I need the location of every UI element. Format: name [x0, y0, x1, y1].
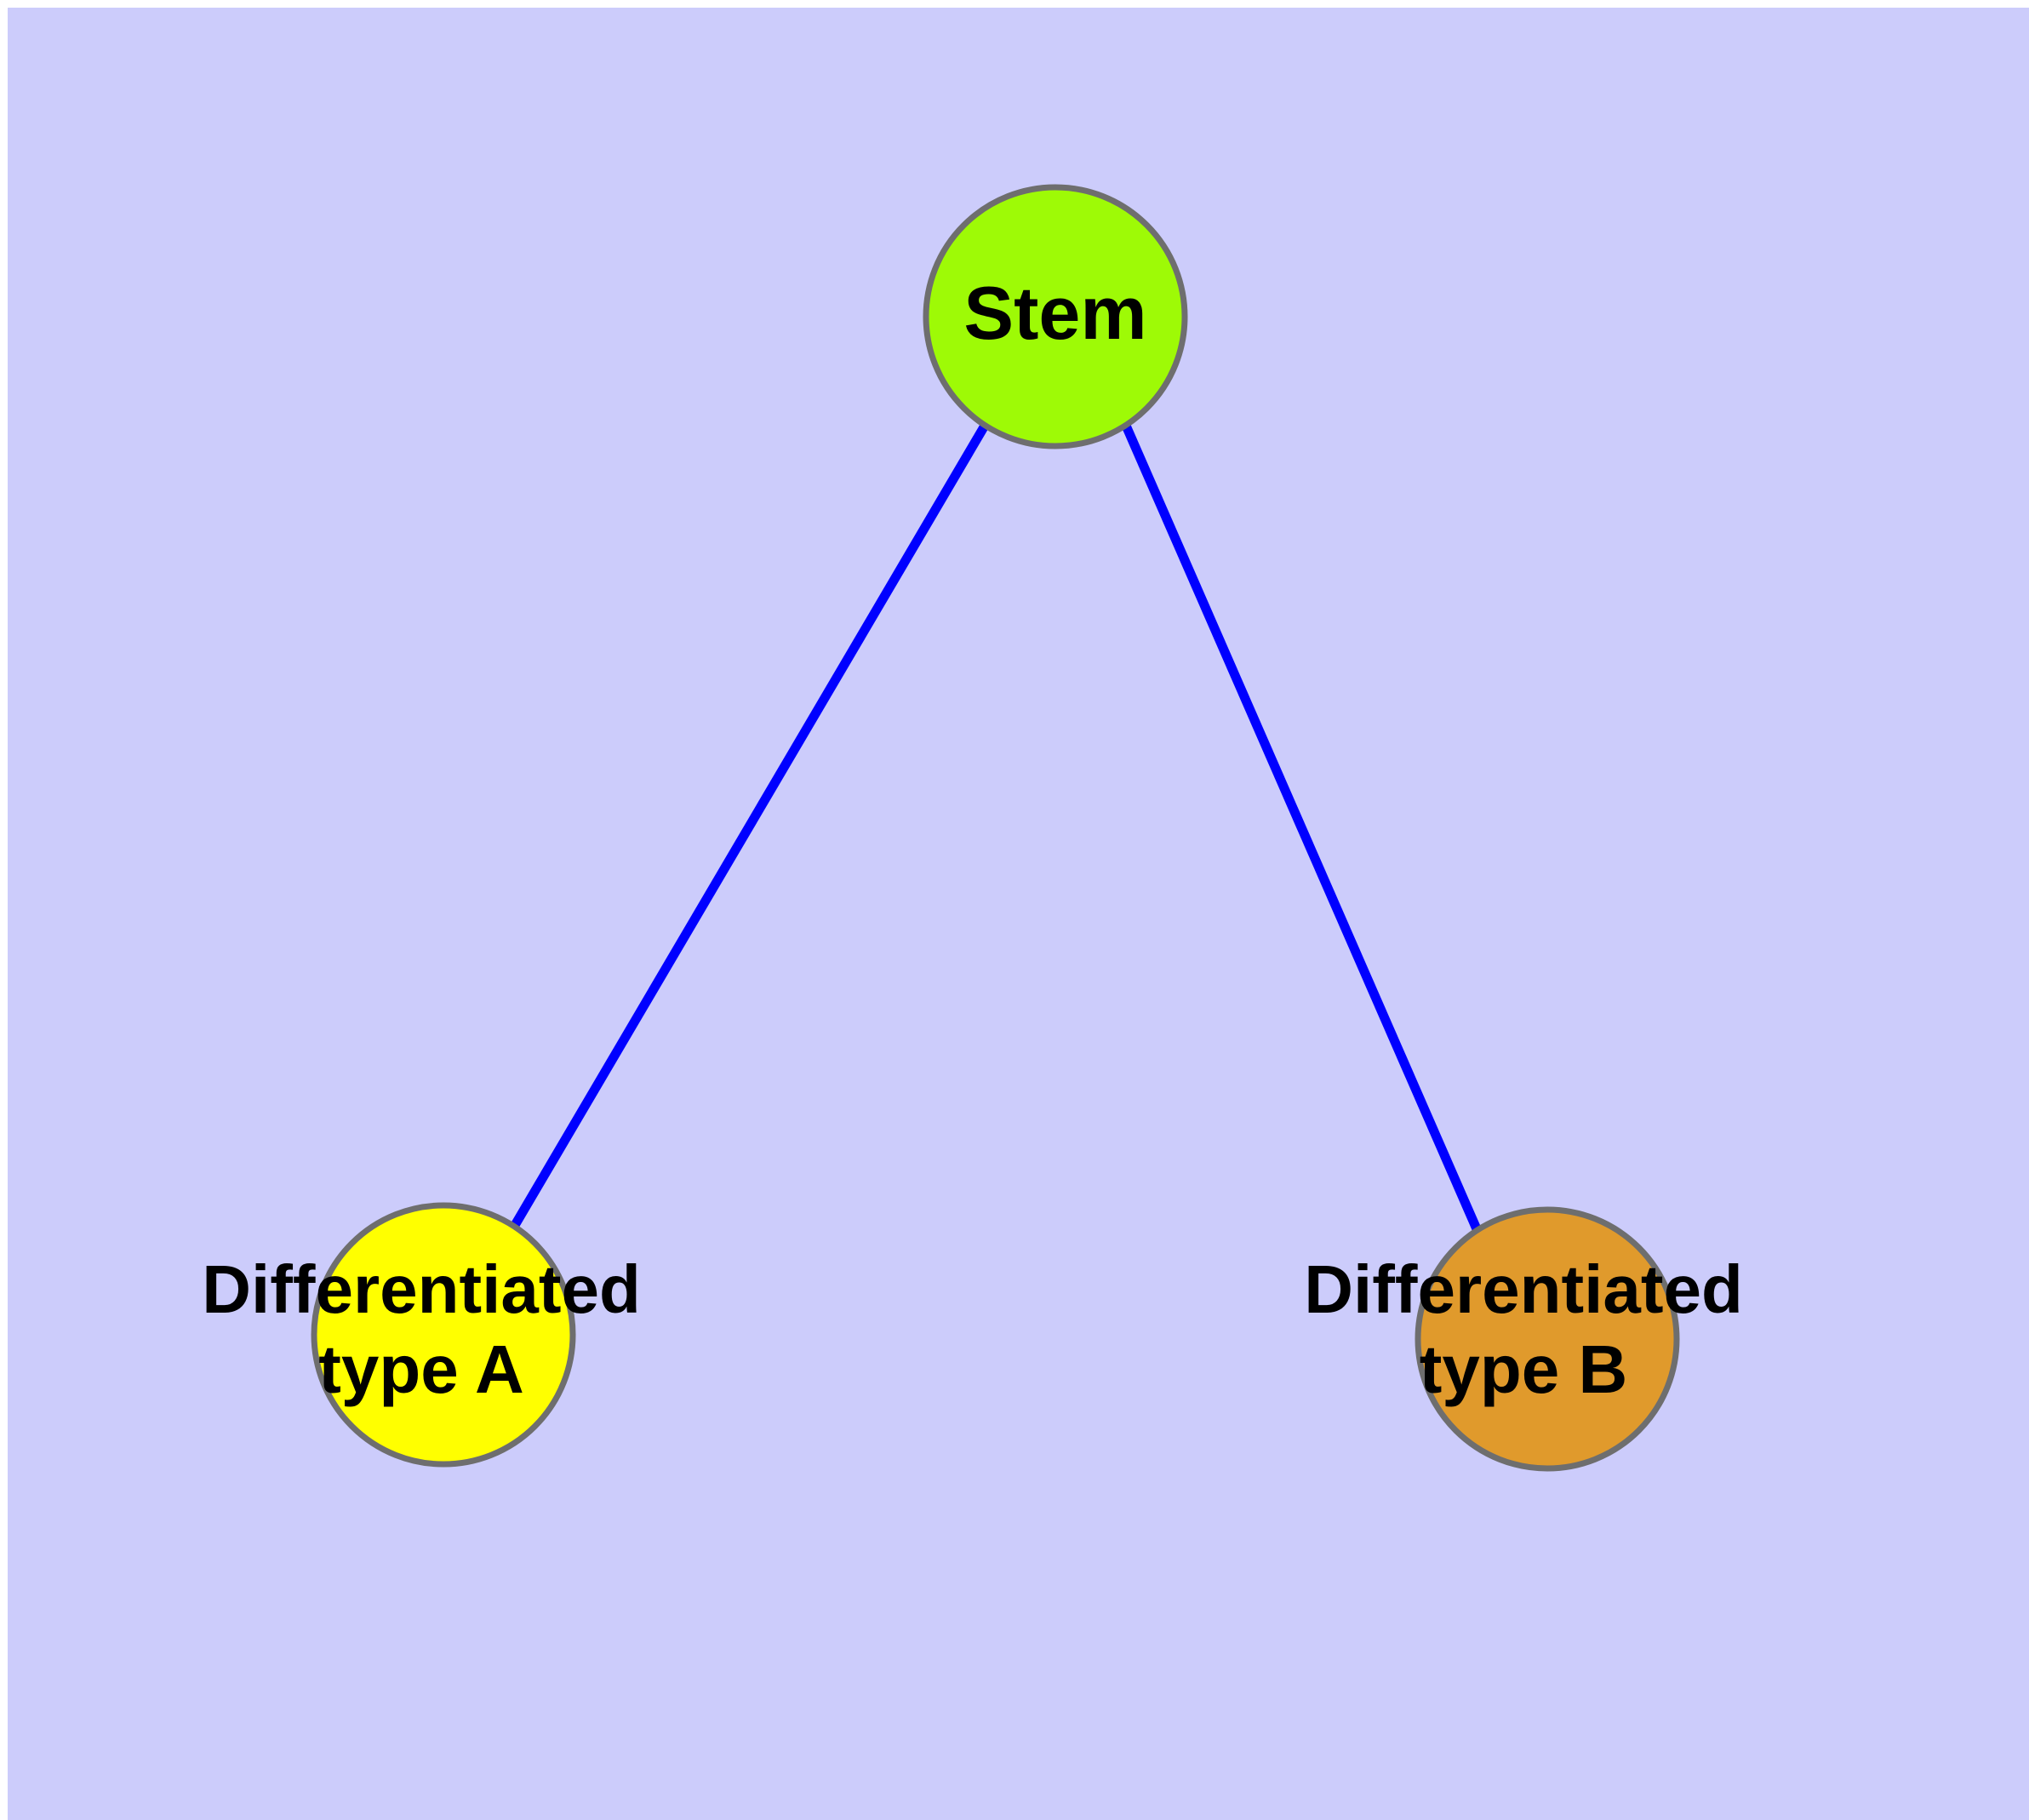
node-label-line: type A [318, 1331, 524, 1407]
node-label-line: type B [1420, 1331, 1628, 1407]
node-label-stem: Stem [963, 271, 1146, 355]
edge-stem-diff-b [1121, 423, 1483, 1233]
edge-stem-diff-a [510, 423, 989, 1229]
node-circle-diff_b[interactable] [1415, 1206, 1680, 1472]
node-label-line: Differentiated [202, 1251, 641, 1327]
node-label-line: Stem [963, 271, 1146, 355]
node-stem[interactable]: Stem [923, 184, 1188, 449]
node-circle-diff_a[interactable] [311, 1202, 576, 1468]
node-circle-stem[interactable] [923, 184, 1188, 449]
edges-layer [510, 423, 1483, 1233]
node-label-line: Differentiated [1304, 1251, 1743, 1327]
